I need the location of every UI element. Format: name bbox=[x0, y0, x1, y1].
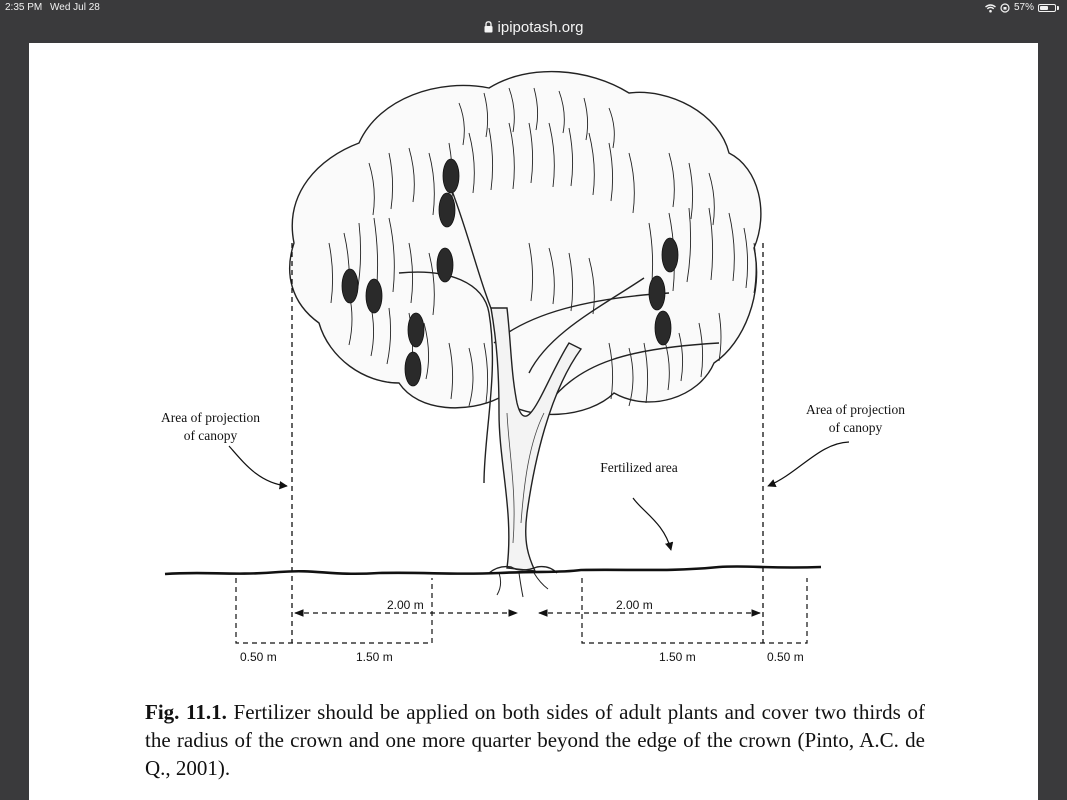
left-dim-top-label: 2.00 m bbox=[387, 598, 424, 612]
tree-trunk bbox=[488, 307, 583, 598]
right-canopy-label-line1: Area of projection bbox=[806, 402, 905, 417]
battery-percent: 57% bbox=[1013, 2, 1034, 13]
battery-icon bbox=[1038, 4, 1056, 12]
tree-leaves bbox=[328, 87, 757, 407]
wifi-icon bbox=[985, 3, 996, 12]
status-date: Wed Jul 28 bbox=[50, 2, 100, 13]
status-time: 2:35 PM bbox=[5, 2, 43, 13]
pointer-arrows bbox=[228, 441, 850, 551]
tree-diagram bbox=[29, 43, 850, 644]
ground-line bbox=[164, 565, 822, 576]
canopy-projection-lines bbox=[291, 243, 764, 643]
caption-text: Fertilizer should be applied on both sid… bbox=[145, 700, 925, 780]
right-dim-outer-label: 0.50 m bbox=[767, 650, 804, 664]
url-bar[interactable]: ipipotash.org bbox=[0, 14, 1067, 40]
left-dim-inner-label: 1.50 m bbox=[356, 650, 393, 664]
left-canopy-label-line2: of canopy bbox=[183, 428, 238, 443]
orientation-lock-icon bbox=[1000, 3, 1010, 13]
status-right: 57% bbox=[985, 0, 1059, 16]
fertilized-zone-boxes bbox=[235, 578, 808, 644]
lock-icon bbox=[484, 21, 493, 33]
right-dim-top-label: 2.00 m bbox=[616, 598, 653, 612]
battery-level bbox=[1040, 6, 1048, 10]
mango-fruits bbox=[341, 158, 679, 387]
left-canopy-label: Area of projection of canopy bbox=[133, 409, 288, 445]
right-canopy-label-line2: of canopy bbox=[828, 420, 883, 435]
right-dim-inner-label: 1.50 m bbox=[659, 650, 696, 664]
document-page: Area of projection of canopy Area of pro… bbox=[29, 43, 1038, 800]
figure-caption: Fig. 11.1. Fertilizer should be applied … bbox=[145, 698, 925, 782]
caption-fig-label: Fig. 11.1. bbox=[145, 700, 227, 724]
tree-canopy bbox=[29, 43, 762, 416]
url-text: ipipotash.org bbox=[497, 18, 584, 36]
battery-cap bbox=[1057, 6, 1059, 10]
fertilized-area-label: Fertilized area bbox=[600, 460, 678, 475]
status-bar: 2:35 PM Wed Jul 28 57% bbox=[0, 0, 1067, 16]
right-canopy-label: Area of projection of canopy bbox=[778, 401, 933, 437]
left-dim-outer-label: 0.50 m bbox=[240, 650, 277, 664]
left-canopy-label-line1: Area of projection bbox=[161, 410, 260, 425]
